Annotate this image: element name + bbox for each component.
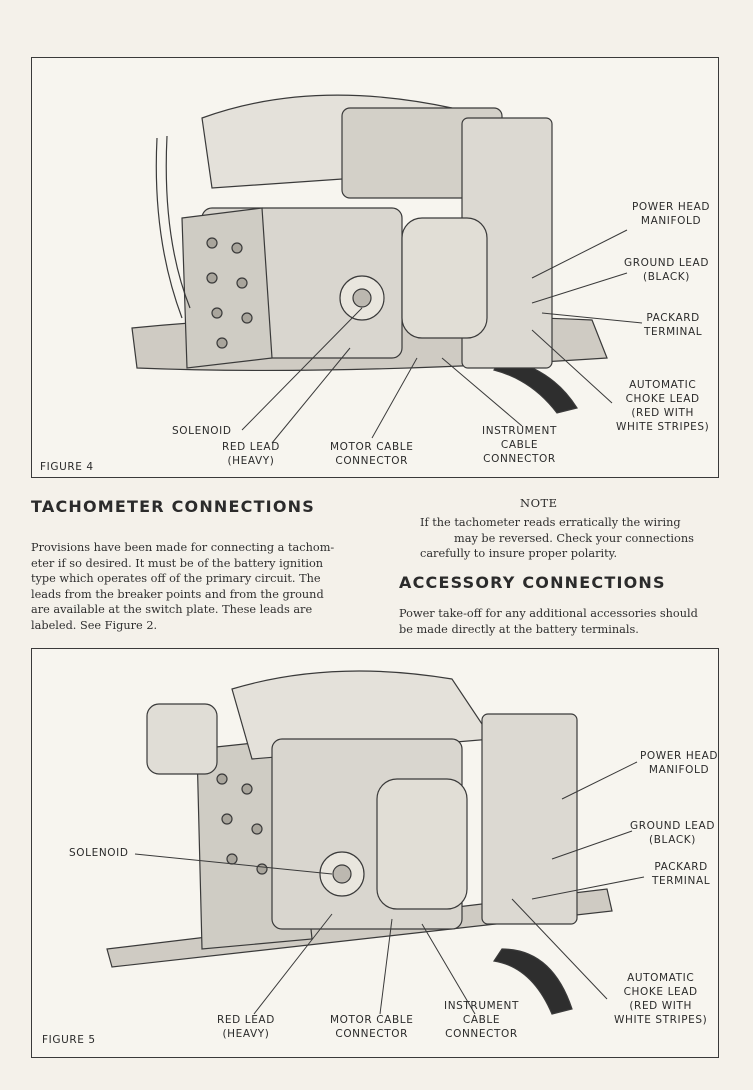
note-title: NOTE (520, 496, 558, 510)
accessory-heading: ACCESSORY CONNECTIONS (399, 573, 666, 592)
callout-ground-lead: GROUND LEAD(BLACK) (630, 820, 716, 846)
callout-solenoid: SOLENOID (69, 847, 129, 859)
callout-ground-lead: GROUND LEAD(BLACK) (624, 257, 710, 283)
note-paragraph: If the tachometer reads erratically the … (420, 516, 694, 560)
tachometer-paragraph: Provisions have been made for connecting… (31, 541, 335, 632)
engine-illustration-fig5 (106, 670, 645, 1015)
tachometer-heading: TACHOMETER CONNECTIONS (31, 497, 315, 516)
callout-red-lead: RED LEAD(HEAVY) (222, 441, 280, 467)
callout-red-lead: RED LEAD(HEAVY) (217, 1014, 275, 1040)
engine-illustration-fig4 (131, 94, 643, 444)
accessory-paragraph: Power take-off for any additional access… (399, 607, 698, 636)
callout-solenoid: SOLENOID (172, 425, 232, 437)
figure-4-label: FIGURE 4 (40, 461, 94, 473)
figure-5-label: FIGURE 5 (42, 1034, 96, 1046)
